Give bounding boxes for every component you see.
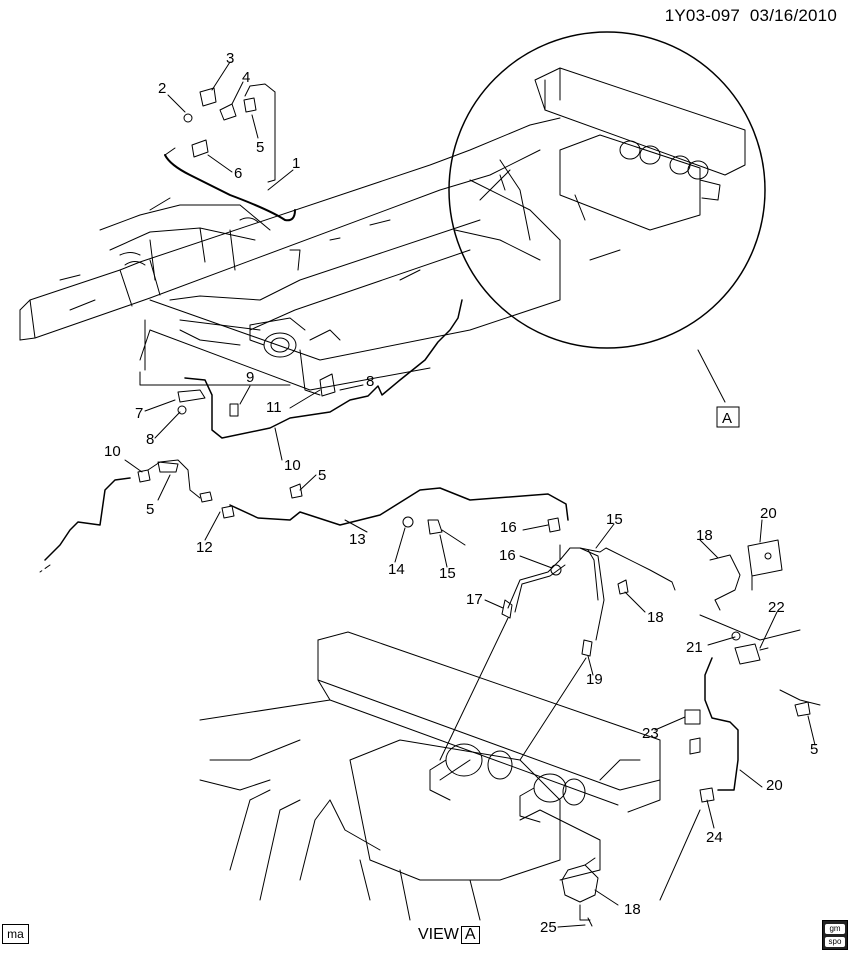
callout-7: 7 (135, 405, 143, 422)
part-24-line (704, 657, 739, 791)
chassis-frame (19, 117, 561, 391)
part-10-line-upper (184, 299, 463, 439)
corner-label: ma (2, 924, 29, 944)
callout-23: 23 (642, 725, 659, 742)
part-25-shield (561, 864, 599, 903)
callout-19: 19 (586, 671, 603, 688)
callout-6: 6 (234, 165, 242, 182)
callout-20: 20 (760, 505, 777, 522)
callout-8: 8 (146, 431, 154, 448)
logo-bottom: spo (825, 937, 845, 947)
callout-17: 17 (466, 591, 483, 608)
callout-2: 2 (158, 80, 166, 97)
diagram-header: 1Y03-097 03/16/2010 (665, 6, 837, 26)
gm-spo-logo-icon: gm spo (822, 920, 848, 950)
callout-5: 5 (810, 741, 818, 758)
callout-5: 5 (318, 467, 326, 484)
part-21-bracket (747, 539, 783, 591)
logo-top: gm (825, 924, 845, 934)
callout-10: 10 (104, 443, 121, 460)
callout-5: 5 (256, 139, 264, 156)
callout-11: 11 (266, 399, 282, 416)
callout-16: 16 (500, 519, 517, 536)
callout-13: 13 (349, 531, 366, 548)
lower-frame-assembly (199, 631, 661, 921)
view-a-circle (448, 31, 766, 349)
callout-5: 5 (146, 501, 154, 518)
view-a-ref: A (722, 410, 732, 427)
callout-21: 21 (686, 639, 703, 656)
exhaust-converter-upper (179, 317, 306, 358)
callout-1: 1 (292, 155, 300, 172)
callout-25: 25 (540, 919, 557, 936)
diagram-code: 1Y03-097 (664, 6, 741, 25)
callout-18: 18 (647, 609, 664, 626)
view-label: VIEW A (418, 926, 480, 944)
view-label-ref: A (460, 926, 480, 944)
callout-18: 18 (624, 901, 641, 918)
callout-15: 15 (606, 511, 623, 528)
callout-24: 24 (706, 829, 723, 846)
callout-14: 14 (388, 561, 405, 578)
callout-16: 16 (499, 547, 516, 564)
callout-15: 15 (439, 565, 456, 582)
part-10-line-lower (44, 477, 131, 561)
callout-3: 3 (226, 50, 234, 67)
callout-9: 9 (246, 369, 254, 386)
callout-8: 8 (366, 373, 374, 390)
callout-18: 18 (696, 527, 713, 544)
part-14-line (229, 487, 569, 526)
callout-4: 4 (242, 69, 250, 86)
part-1-hose (164, 154, 296, 222)
callout-22: 22 (768, 599, 785, 616)
callout-20: 20 (766, 777, 783, 794)
view-label-text: VIEW (418, 926, 459, 943)
callout-12: 12 (196, 539, 213, 556)
callout-10: 10 (284, 457, 301, 474)
view-a-detail (454, 67, 746, 291)
diagram-date: 03/16/2010 (749, 6, 837, 25)
